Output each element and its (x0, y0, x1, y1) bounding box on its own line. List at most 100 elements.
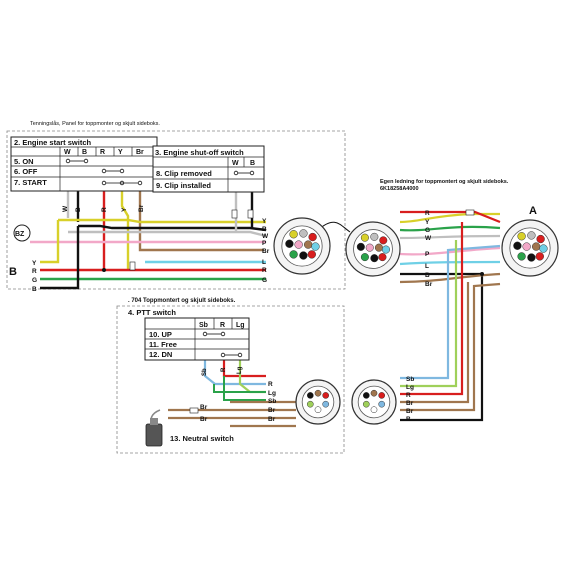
es-vlabel-y: Y (121, 207, 128, 212)
connector-a (501, 219, 559, 277)
wire-ptt-r (222, 358, 266, 378)
es-vlabel-br: Br (138, 204, 145, 212)
connr-label-y-1: Y (425, 219, 430, 226)
connector-1-pin-9 (307, 250, 316, 259)
wire-b-main (78, 224, 267, 232)
neutral-switch-body (145, 423, 163, 447)
connector-1-pin-7 (289, 250, 298, 259)
left-label-r: R (32, 268, 37, 275)
lr-label-lg-1: Lg (406, 384, 414, 391)
wire-v-r (400, 222, 464, 396)
connr-label-b-6: B (425, 272, 430, 279)
terminal-marker-5 (189, 407, 199, 414)
ns-br-label-3: Br (268, 407, 276, 414)
es-contacts (65, 158, 143, 186)
junction-dot-1 (480, 272, 484, 276)
connector-ptt-2-pin-2 (378, 392, 386, 399)
wire-v-br1 (400, 282, 470, 404)
conn1-label-b-1: B (262, 226, 267, 233)
connector-1-pin-0 (289, 230, 298, 239)
conn1-label-y-0: Y (262, 218, 267, 225)
connector-2 (345, 221, 401, 277)
shutoff-col-b: B (250, 160, 255, 167)
connr-label-br-7: Br (425, 281, 433, 288)
ptt-row-up: 10. UP (149, 330, 172, 339)
connr-label-r-0: R (425, 210, 430, 217)
neutral-switch-cap (150, 418, 158, 425)
connector-1-pin-6 (311, 242, 320, 251)
es-col-y: Y (118, 149, 123, 156)
connector-a-pin-5 (531, 242, 541, 251)
ns-br-label-2: Br (200, 416, 208, 423)
connector-ptt-1-pin-2 (322, 392, 330, 399)
junction-dot-2 (102, 268, 106, 272)
lr-label-br-4: Br (406, 408, 414, 415)
label-b-big: B (9, 266, 17, 278)
connector-a-pin-1 (527, 231, 536, 240)
wire-h-w (399, 234, 501, 240)
connector-a-pin-9 (535, 252, 544, 261)
wire-group (30, 190, 501, 428)
connector-2-pin-0 (360, 233, 369, 242)
ptt-title: 4. PTT switch (128, 308, 176, 317)
wire-ptt-sb (203, 358, 266, 386)
conn1-label-w-2: W (262, 233, 269, 240)
connector-a-pin-3 (513, 241, 522, 250)
connector-a-pin-0 (517, 232, 526, 241)
caption-right-line1: Egen ledning for toppmontert og skjult s… (380, 179, 509, 185)
connector-ptt-2-pin-0 (362, 392, 370, 399)
connector-2-pin-7 (360, 253, 369, 262)
wire-v-lg (400, 240, 458, 388)
connr-label-p-4: P (425, 251, 430, 258)
connector-1-pin-2 (308, 232, 317, 242)
panel-ptt (116, 305, 345, 454)
engine-start-box (10, 136, 158, 192)
connector-1-pin-8 (299, 251, 308, 260)
lr-label-b-5: B (406, 416, 411, 423)
es-col-r: R (100, 149, 105, 156)
neutral-title: 13. Neutral switch (170, 434, 234, 443)
lr-label-r-2: R (406, 392, 411, 399)
caption-mid: . 704 Toppmontert og skjult sideboks. (128, 298, 236, 304)
connr-label-w-3: W (425, 235, 432, 242)
connector-2-pin-6 (381, 245, 390, 254)
conn1-label-l-5: L (262, 259, 266, 266)
label-a-big: A (529, 205, 537, 217)
left-label-g: G (32, 277, 37, 284)
connector-1-pin-4 (294, 240, 303, 249)
connector-a-pin-2 (536, 234, 545, 244)
connector-ptt-1-pin-3 (306, 400, 314, 408)
ptt-rlabel-r: R (268, 381, 273, 388)
connector-1-pin-3 (285, 239, 294, 248)
wire-h-r2 (432, 210, 501, 224)
ptt-rlabel-sb: Sb (268, 398, 276, 405)
shutoff-row-clip-installed: 9. Clip installed (156, 181, 211, 190)
ptt-vlabel-lg: Lg (237, 366, 243, 374)
connector-ptt-2-pin-5 (370, 406, 378, 414)
connector-a-pin-8 (527, 253, 536, 262)
connector-2-pin-5 (374, 243, 383, 252)
wire-h-p (399, 246, 501, 256)
terminal-marker-3 (247, 209, 254, 219)
connector-2-pin-1 (370, 232, 379, 241)
engine-start-title: 2. Engine start switch (14, 138, 92, 147)
wire-ptt-g (213, 384, 266, 393)
shutoff-title: 3. Engine shut-off switch (155, 148, 244, 157)
es-vlabel-b: B (75, 207, 82, 212)
ns-br-label-1: Br (200, 404, 208, 411)
connector-2-pin-8 (370, 254, 379, 263)
es-vlabel-r: R (101, 207, 108, 212)
connector-1-pin-5 (303, 240, 313, 249)
neutral-switch: 13. Neutral switch (145, 418, 234, 447)
connector-ptt-2-pin-4 (378, 400, 386, 408)
wire-v-sb (400, 244, 501, 380)
connector-ptt-1-pin-0 (306, 392, 314, 399)
ptt-switch: 4. PTT switch Sb R Lg 10. UP 11. Free 12… (128, 308, 250, 361)
panel-engine (6, 130, 346, 290)
connector-ptt-2-pin-3 (362, 400, 370, 408)
caption-right-line2: 6K18258A4000 (380, 186, 419, 192)
